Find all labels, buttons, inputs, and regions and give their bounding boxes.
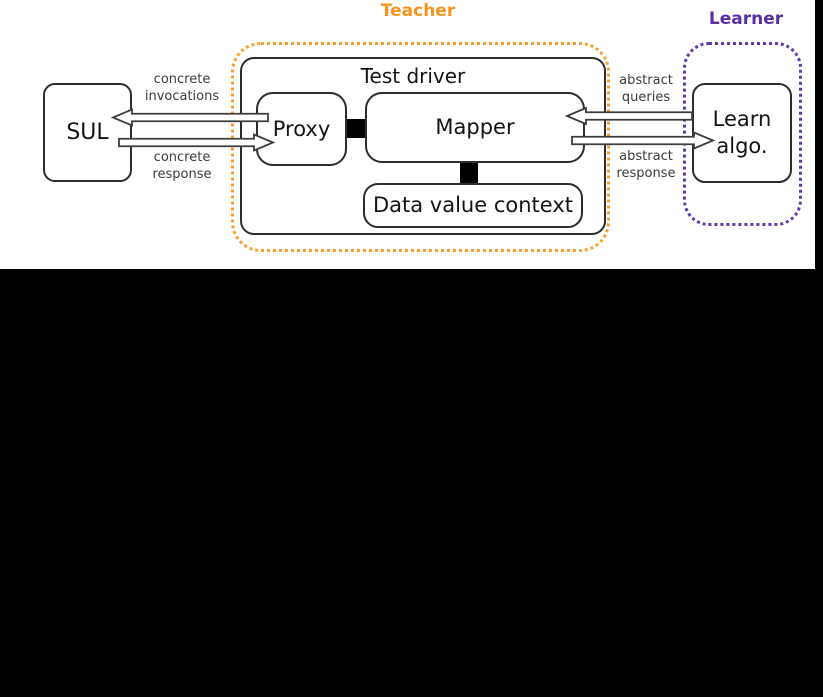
node-sul: SUL [43, 83, 132, 182]
mapper-label: Mapper [435, 115, 515, 140]
concrete-invocations-line2: invocations [144, 89, 220, 104]
data-value-context-label: Data value context [372, 193, 573, 218]
abstract-response-line2: response [616, 166, 676, 181]
node-data-value-context: Data value context [363, 183, 583, 228]
learn-algo-line1: Learn [712, 107, 772, 131]
concrete-response-line1: concrete [153, 150, 211, 165]
test-driver-title: Test driver [360, 64, 466, 88]
teacher-region-label: Teacher [380, 1, 456, 21]
node-mapper: Mapper [365, 92, 585, 163]
concrete-invocations-label: concrete invocations [117, 71, 247, 105]
abstract-queries-line1: abstract [619, 73, 673, 88]
concrete-response-line2: response [152, 167, 212, 182]
proxy-mapper-connector [347, 119, 365, 138]
concrete-invocations-line1: concrete [153, 72, 211, 87]
sul-label: SUL [66, 119, 109, 145]
concrete-response-label: concrete response [117, 149, 247, 183]
node-proxy: Proxy [256, 92, 347, 166]
abstract-response-line1: abstract [619, 149, 673, 164]
diagram-panel: Teacher Learner Test driver SUL Proxy Ma… [0, 0, 815, 269]
learner-region-label: Learner [708, 9, 784, 29]
abstract-queries-label: abstract queries [581, 72, 711, 106]
proxy-label: Proxy [272, 116, 331, 141]
learn-algo-label: Learn algo. [713, 106, 772, 160]
learn-algo-line2: algo. [716, 134, 768, 158]
abstract-queries-line2: queries [621, 90, 671, 105]
mapper-context-connector [460, 163, 478, 183]
abstract-response-label: abstract response [581, 148, 711, 182]
